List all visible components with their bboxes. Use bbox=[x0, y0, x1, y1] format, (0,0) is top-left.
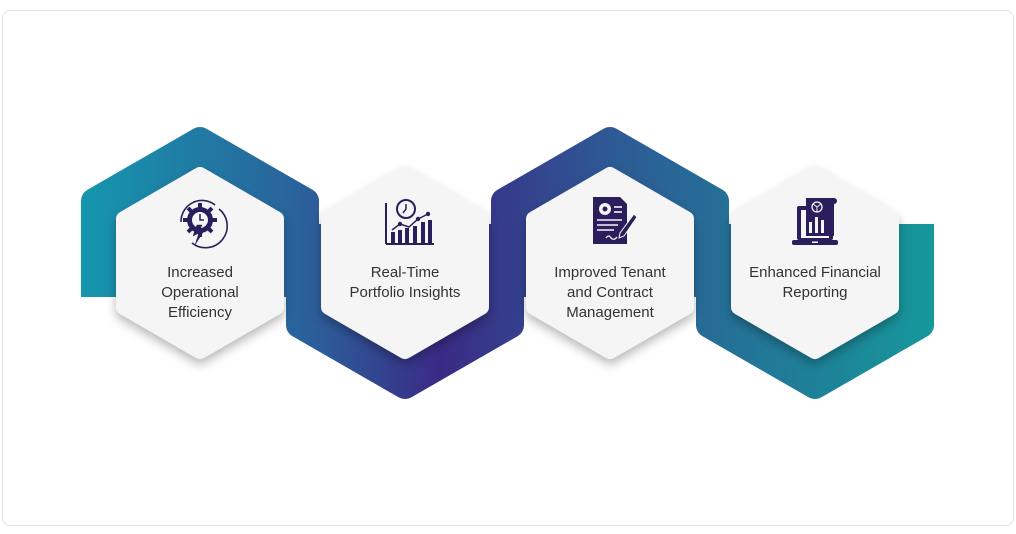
step-1-line-2: Operational bbox=[161, 284, 239, 301]
step-1-line-3: Efficiency bbox=[168, 304, 232, 321]
step-label-2: Real-Time Portfolio Insights bbox=[320, 263, 490, 303]
step-2-line-2: Portfolio Insights bbox=[349, 284, 461, 301]
step-4-line-2: Reporting bbox=[782, 284, 848, 301]
step-3-line-2: and Contract bbox=[567, 284, 653, 301]
step-hexagon-3 bbox=[526, 167, 694, 359]
step-4-line-1: Enhanced Financial bbox=[749, 264, 881, 281]
clock-growth-chart-icon bbox=[385, 199, 434, 245]
step-label-4: Enhanced Financial Reporting bbox=[730, 263, 900, 303]
step-2-line-1: Real-Time bbox=[370, 264, 440, 281]
laptop-financial-report-icon bbox=[792, 198, 838, 245]
gear-clock-lightning-icon bbox=[180, 199, 228, 249]
step-1-line-1: Increased bbox=[167, 264, 233, 281]
step-3-line-3: Management bbox=[566, 304, 654, 321]
step-3-line-1: Improved Tenant bbox=[554, 264, 666, 281]
step-hexagon-2 bbox=[321, 167, 489, 359]
step-hexagon-1 bbox=[116, 167, 284, 359]
contract-document-pen-icon bbox=[593, 197, 638, 244]
step-label-3: Improved Tenant and Contract Management bbox=[525, 263, 695, 323]
step-label-1: Increased Operational Efficiency bbox=[115, 263, 285, 323]
step-hexagon-4 bbox=[731, 167, 899, 359]
